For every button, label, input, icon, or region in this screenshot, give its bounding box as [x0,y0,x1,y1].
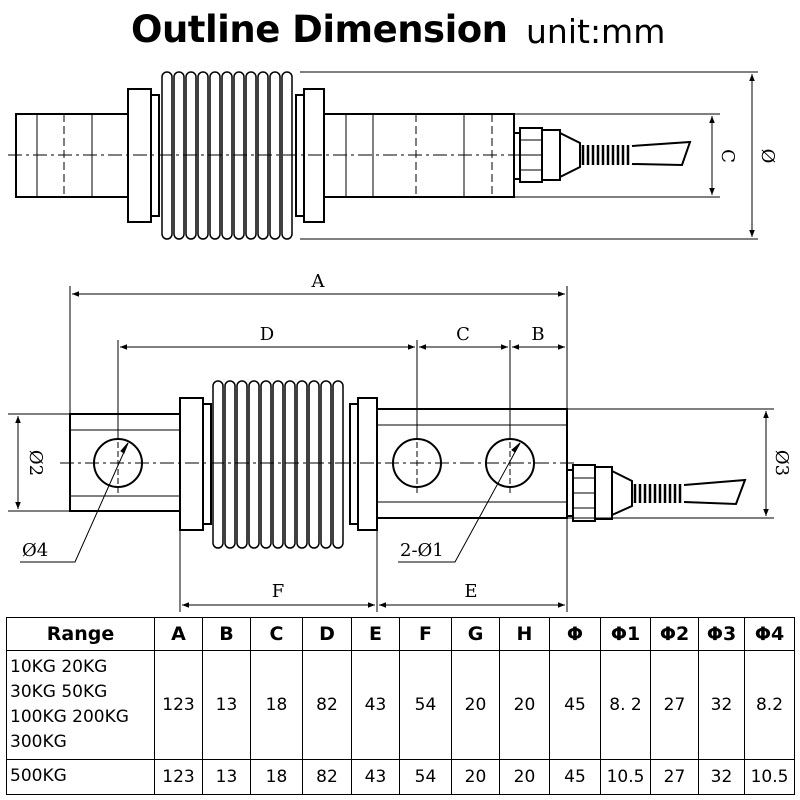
front-right-flange [357,397,378,531]
table-cell: 123 [154,650,203,760]
dim-label-c-front: C [456,324,470,345]
dim-label-hole: 2-Ø1 [400,540,444,561]
range-line: 100KG 200KG [10,706,129,727]
table-cell: 8.2 [744,650,795,760]
table-header: C [250,616,303,652]
table-cell: 45 [549,758,601,796]
table-cell: 27 [650,650,699,760]
table-header: Φ2 [650,616,699,652]
table-cell: 8. 2 [600,650,651,760]
dim-label-e: E [464,581,477,602]
range-line: 30KG 50KG [10,681,108,702]
table-header: Φ1 [600,616,651,652]
table-cell: 82 [302,650,352,760]
range-line: 300KG [10,731,67,752]
dim-label-d: D [260,324,274,345]
table-header: Range [6,616,155,652]
dim-label-c-top: C [717,149,738,163]
unit-label: unit:mm [526,12,666,51]
table-row: 500KG 123 13 18 82 43 54 20 20 45 10.5 2… [6,758,795,796]
table-cell: 43 [351,650,400,760]
front-left-flange [179,397,204,531]
range-cell: 500KG [6,758,155,796]
table-cell: 13 [202,758,251,796]
table-cell: 54 [399,650,452,760]
table-header: A [154,616,203,652]
table-header: H [499,616,550,652]
range-line: 10KG 20KG [10,656,108,677]
range-line: 500KG [10,766,67,787]
dim-label-f: F [272,581,285,602]
front-bellows [212,380,344,549]
dim-label-phi3: Ø3 [771,450,792,476]
table-cell: 82 [302,758,352,796]
table-header: Φ [549,616,601,652]
top-view [8,71,758,240]
table-cell: 32 [698,650,745,760]
dim-label-phi2: Ø2 [25,450,46,476]
dim-label-b: B [531,324,544,345]
table-header: F [399,616,452,652]
dim-label-phi4: Ø4 [22,540,48,561]
table-cell: 20 [451,650,500,760]
table-header-row: Range A B C D E F G H Φ Φ1 Φ2 Φ3 Φ4 [6,616,795,652]
table-cell: 32 [698,758,745,796]
table-cell: 18 [250,758,303,796]
front-cable [683,478,747,506]
dim-label-a: A [311,271,326,292]
table-cell: 13 [202,650,251,760]
title-bar: Outline Dimension unit:mm [0,6,800,58]
front-view [8,286,774,612]
table-cell: 43 [351,758,400,796]
table-cell: 123 [154,758,203,796]
table-cell: 20 [451,758,500,796]
top-cable [631,140,692,167]
range-cell: 10KG 20KG 30KG 50KG 100KG 200KG 300KG [6,650,155,760]
table-cell: 54 [399,758,452,796]
table-cell: 10.5 [744,758,795,796]
table-cell: 45 [549,650,601,760]
table-header: E [351,616,400,652]
table-cell: 27 [650,758,699,796]
table-cell: 18 [250,650,303,760]
page-title: Outline Dimension [131,8,508,51]
table-header: D [302,616,352,652]
spec-table: Range A B C D E F G H Φ Φ1 Φ2 Φ3 Φ4 10KG… [6,616,795,796]
table-header: Φ4 [744,616,795,652]
table-cell: 10.5 [600,758,651,796]
dim-label-phi-top: Ø [757,149,778,164]
table-header: G [451,616,500,652]
table-cell: 20 [499,650,550,760]
table-header: B [202,616,251,652]
top-cable-thread [581,145,630,165]
table-header: Φ3 [698,616,745,652]
table-cell: 20 [499,758,550,796]
dimension-drawing: C Ø [8,71,792,612]
front-cable-thread [633,484,682,503]
table-row: 10KG 20KG 30KG 50KG 100KG 200KG 300KG 12… [6,650,795,760]
